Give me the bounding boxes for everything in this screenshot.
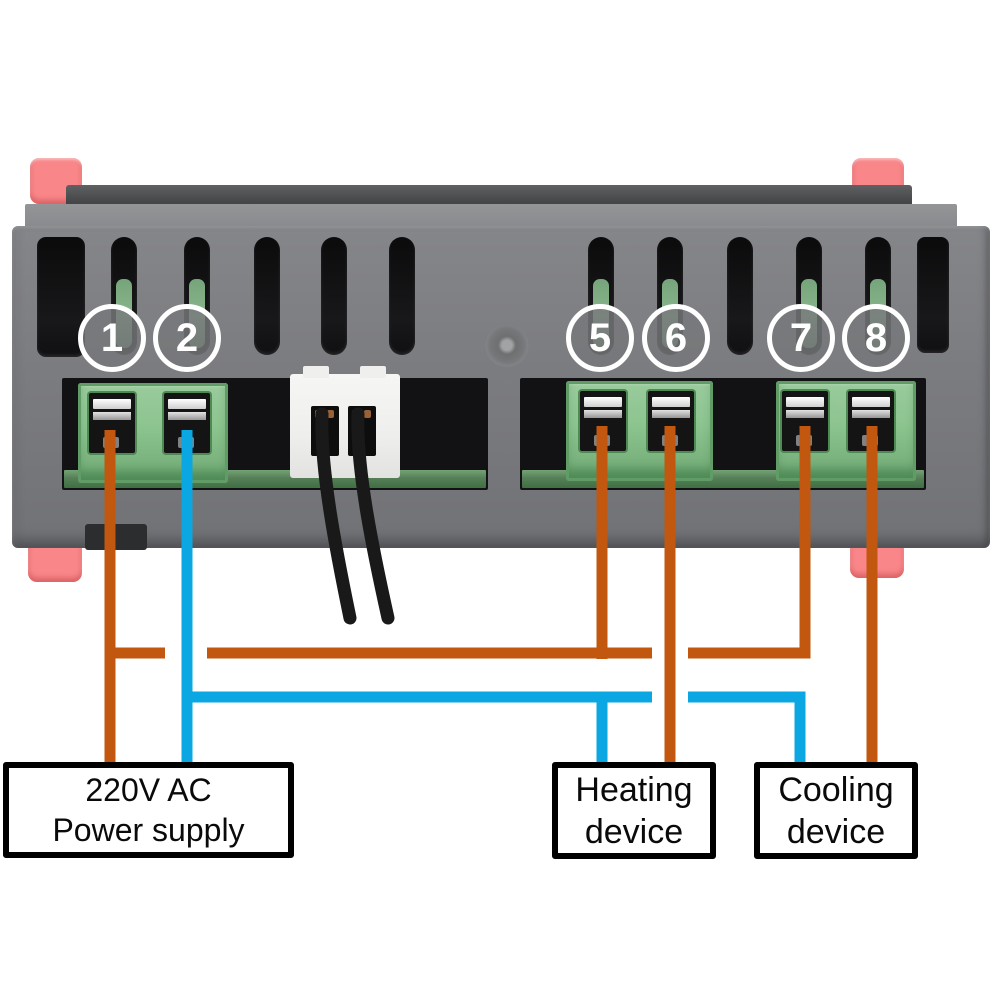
heating-device-label-line2: device bbox=[584, 812, 684, 851]
heating-device-label-line1: Heating bbox=[575, 770, 693, 809]
terminal-badge-7: 7 bbox=[767, 304, 835, 372]
power-supply-label-line2: Power supply bbox=[52, 812, 245, 848]
power-supply-label-line1: 220V AC bbox=[85, 772, 212, 808]
connector-pin bbox=[327, 410, 334, 418]
vent-slot bbox=[727, 237, 753, 355]
terminal-block-1-2 bbox=[78, 383, 228, 483]
terminal-badge-5: 5 bbox=[566, 304, 634, 372]
neutral-wire-to-cooling bbox=[688, 691, 806, 768]
terminal-block-7-8 bbox=[776, 381, 916, 481]
terminal-block-5-6 bbox=[566, 381, 713, 481]
vent-slot bbox=[37, 237, 85, 357]
live-wire-terminal7-bus bbox=[688, 426, 811, 659]
vent-slot bbox=[917, 237, 949, 353]
connector-tab bbox=[360, 366, 386, 378]
terminal-badge-8: 8 bbox=[842, 304, 910, 372]
connector-pin bbox=[364, 410, 371, 418]
power-supply-box: 220V AC Power supply bbox=[3, 762, 294, 858]
heating-device-box: Heating device bbox=[552, 762, 716, 859]
probe-cable bbox=[351, 407, 395, 625]
probe-cable bbox=[315, 407, 357, 625]
device-bottom-notch bbox=[85, 524, 147, 550]
cooling-device-label-line2: device bbox=[786, 812, 886, 851]
terminal-badge-2: 2 bbox=[153, 304, 221, 372]
terminal-badge-1: 1 bbox=[78, 304, 146, 372]
connector-tab bbox=[303, 366, 329, 378]
terminal-badge-6: 6 bbox=[642, 304, 710, 372]
molded-dimple bbox=[485, 325, 529, 369]
cooling-device-label-line1: Cooling bbox=[778, 770, 894, 809]
vent-slot bbox=[389, 237, 415, 355]
vent-slot bbox=[254, 237, 280, 355]
cooling-device-box: Cooling device bbox=[754, 762, 918, 859]
vent-slot bbox=[321, 237, 347, 355]
